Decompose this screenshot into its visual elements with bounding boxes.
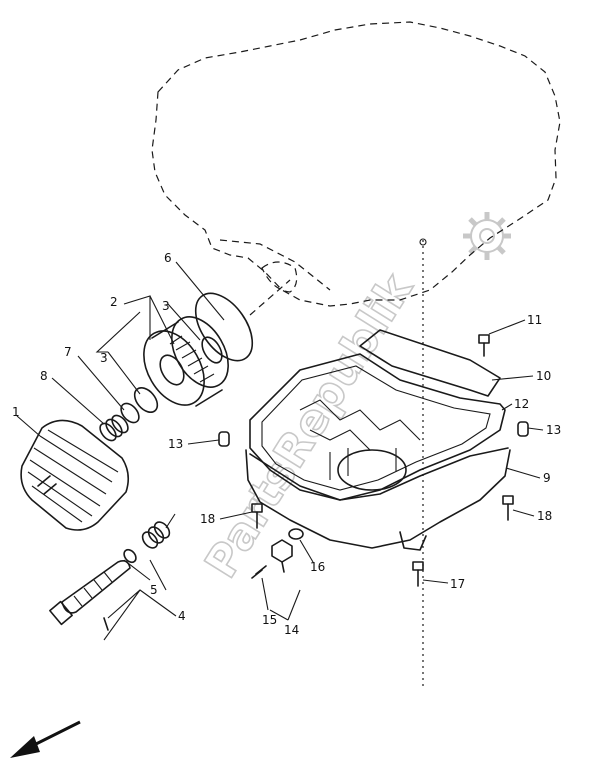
callout-4: 4 [178,609,186,623]
dowel-13-right [517,421,529,437]
o-ring [194,292,254,362]
relief-washer [123,548,137,564]
callout-14: 14 [284,623,299,637]
callout-8: 8 [40,369,48,383]
drain-screw [251,565,267,579]
center-line-filter [249,279,291,316]
crankcase-outline [151,21,561,307]
crankcase-boss [261,261,298,293]
bolt-18-right [502,495,514,521]
center-mark [419,238,427,246]
callout-17: 17 [450,577,465,591]
washer [120,402,140,424]
callout-3b: 3 [100,351,108,365]
callout-5: 5 [150,583,158,597]
callout-13-right: 13 [546,423,561,437]
callout-2: 2 [110,295,118,309]
callout-6: 6 [164,251,172,265]
watermark-gear-icon [463,212,511,260]
bolt-11 [478,334,490,357]
callout-13-left: 13 [168,437,183,451]
relief-valve-spring [141,521,171,549]
oil-pan [245,399,511,551]
drain-washer [288,528,304,540]
front-direction-arrow-icon [10,720,81,758]
filter-stud [143,316,229,407]
cover-plate [359,329,501,397]
bolt-18-left [251,503,263,529]
oil-pan-gasket [249,353,506,501]
callout-18-left: 18 [200,512,215,526]
leader-lines [16,261,544,641]
bolt-17 [412,561,424,587]
callout-7: 7 [64,345,72,359]
drain-bolt [271,539,293,573]
callout-9: 9 [543,471,551,485]
oil-filter-cover [20,419,130,531]
callout-12: 12 [514,397,529,411]
gasket-inner [261,365,491,491]
callout-3a: 3 [162,299,170,313]
callout-15: 15 [262,613,277,627]
callout-10: 10 [536,369,551,383]
callout-18-right: 18 [537,509,552,523]
callout-1: 1 [12,405,20,419]
oil-strainer [49,560,131,626]
dowel-13-left [218,431,230,447]
strainer-pin [103,617,109,631]
crankcase-inner-edge [219,239,331,291]
ring-upper [201,336,223,364]
callout-11: 11 [527,313,542,327]
filter-spring [99,414,129,442]
callout-16: 16 [310,560,325,574]
